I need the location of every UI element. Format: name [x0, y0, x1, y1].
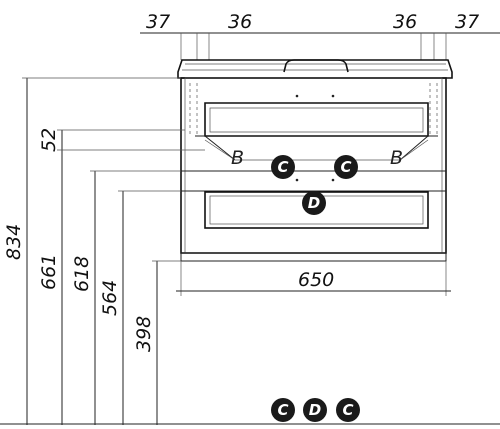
vdim-564: 564 — [99, 280, 121, 316]
top-dim-left-outer: 37 — [146, 11, 170, 33]
legend-marker-d: D — [303, 398, 327, 422]
top-dimension-chain: 37 36 36 37 — [140, 11, 500, 60]
label-b-left: B — [231, 147, 244, 169]
legend-marker-c1: C — [271, 398, 295, 422]
marker-d-center-text: D — [308, 194, 320, 212]
vdim-661: 661 — [38, 254, 60, 290]
cabinet-body — [177, 59, 453, 262]
legend-c1-text: C — [277, 401, 288, 419]
marker-c-left: C — [271, 155, 295, 179]
vdim-52: 52 — [38, 128, 60, 152]
marker-c-right-text: C — [340, 158, 351, 176]
vdim-618: 618 — [71, 256, 93, 292]
legend-c2-text: C — [342, 401, 353, 419]
label-b-right: B — [390, 147, 403, 169]
top-dim-right-inner: 36 — [393, 11, 417, 33]
vertical-dimensions: 834 52 661 618 564 398 — [3, 77, 205, 425]
legend-d-text: D — [309, 401, 321, 419]
width-dimension: 650 — [176, 261, 451, 296]
vdim-834: 834 — [3, 224, 25, 260]
legend-marker-c2: C — [336, 398, 360, 422]
marker-c-left-text: C — [277, 158, 288, 176]
marker-d-center: D — [302, 191, 326, 215]
vdim-398: 398 — [133, 316, 155, 352]
legend-markers: C D C — [271, 398, 360, 422]
width-dim-label: 650 — [298, 269, 334, 291]
top-dim-right-outer: 37 — [455, 11, 479, 33]
top-dim-left-inner: 36 — [228, 11, 252, 33]
marker-c-right: C — [334, 155, 358, 179]
